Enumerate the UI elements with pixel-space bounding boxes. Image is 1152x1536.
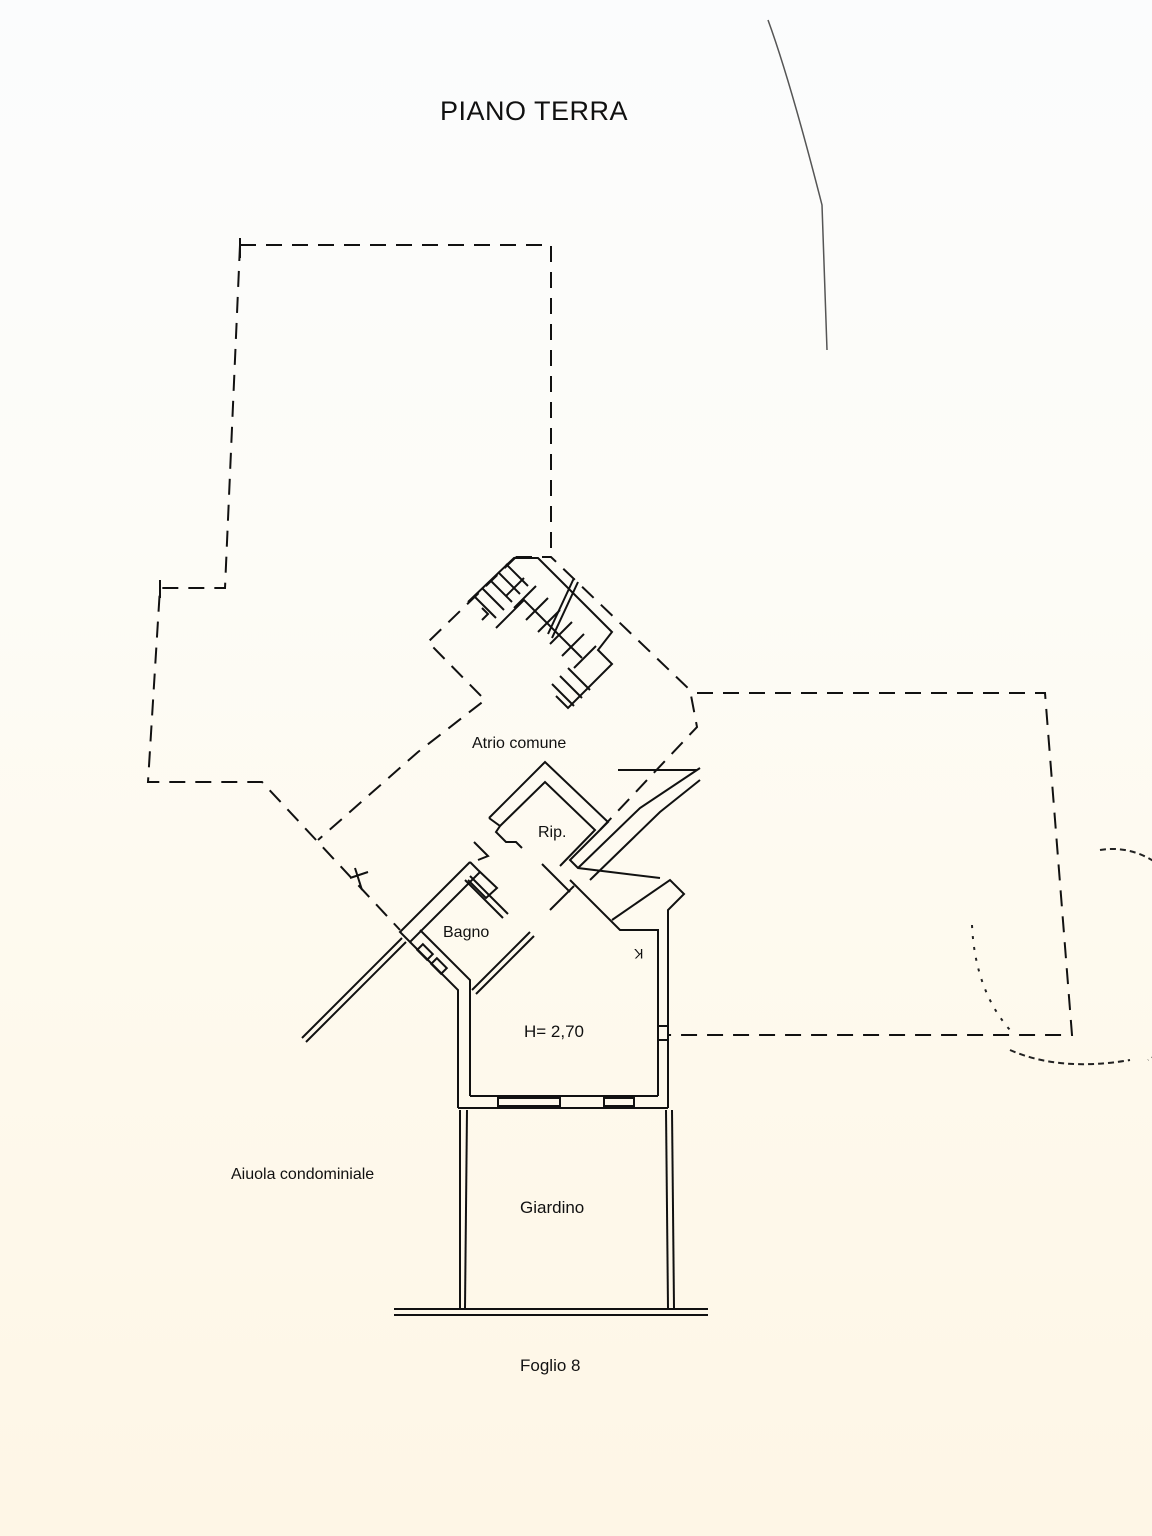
kitchen-mark: K [634, 946, 644, 962]
official-stamp [971, 847, 1152, 1066]
section-ticks [159, 238, 697, 891]
building-outline-dashed [146, 244, 1074, 1036]
staircase [467, 557, 614, 710]
room-label-bathroom: Bagno [443, 924, 490, 941]
room-label-garden: Giardino [520, 1198, 585, 1217]
paper-fold-line [767, 19, 828, 351]
sheet-number-label: Foglio 8 [520, 1356, 581, 1375]
garden-walls [394, 1109, 708, 1316]
page-title: PIANO TERRA [440, 96, 629, 126]
ceiling-height-label: H= 2,70 [524, 1022, 585, 1041]
room-label-storage: Rip. [538, 824, 567, 841]
flower-bed-label: Aiuola condominiale [231, 1166, 375, 1183]
apartment-walls [301, 760, 701, 1109]
room-label-atrio: Atrio comune [472, 735, 567, 752]
